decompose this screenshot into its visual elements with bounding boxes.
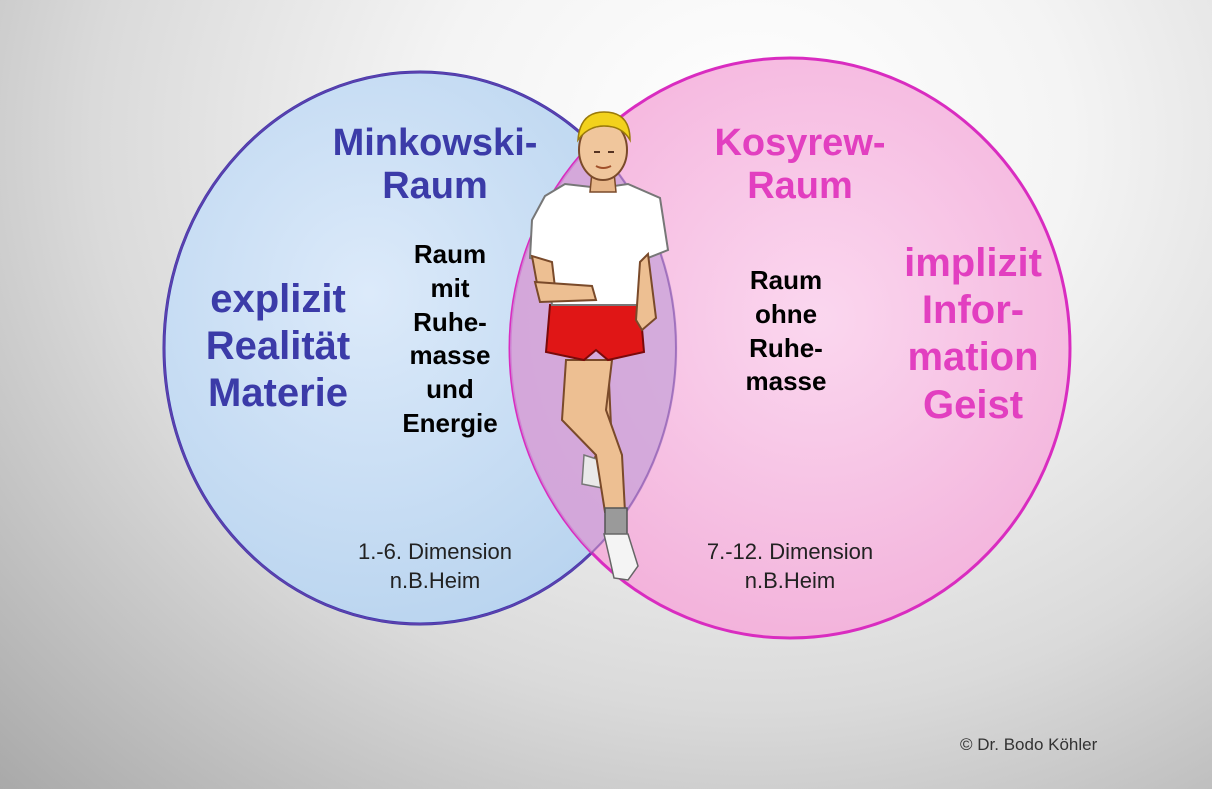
- minkowski-title: Minkowski- Raum: [332, 122, 538, 207]
- runner-figure: [528, 111, 670, 581]
- cropped-title: – – – –: [790, 0, 1150, 16]
- left-concepts-label: explizit Realität Materie: [205, 277, 351, 416]
- kosyrew-title: Kosyrew- Raum: [714, 122, 886, 207]
- left-inner-description: Raum mit Ruhe- masse und Energie: [402, 239, 498, 438]
- right-dimension-label: 7.-12. Dimension n.B.Heim: [706, 539, 874, 593]
- right-concepts-label: implizit Infor- mation Geist: [904, 241, 1042, 427]
- left-dimension-label: 1.-6. Dimension n.B.Heim: [357, 539, 513, 593]
- right-inner-description: Raum ohne Ruhe- masse: [745, 265, 827, 397]
- copyright-notice: © Dr. Bodo Köhler: [960, 735, 1098, 754]
